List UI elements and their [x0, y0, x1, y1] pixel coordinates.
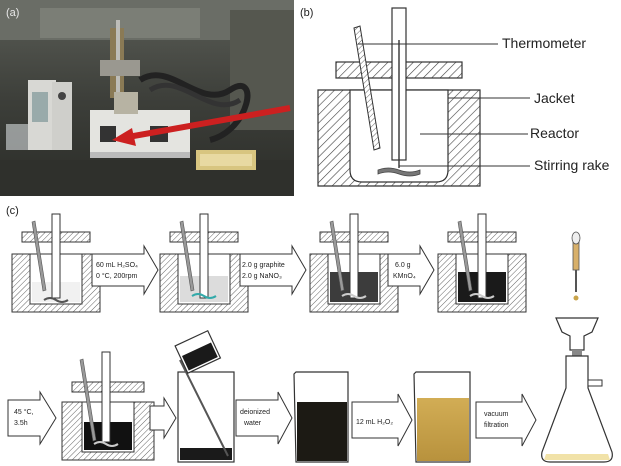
step-6-line-1: 12 mL H₂O₂ — [356, 419, 393, 426]
step-arrow-3: 6.0 g KMnO₄ — [387, 244, 435, 296]
step-2-line-1: 2.0 g graphite — [242, 262, 285, 269]
panel-label-b: (b) — [300, 7, 313, 19]
step-1-line-2: 0 °C, 200rpm — [96, 272, 137, 280]
step-arrow-6: 12 mL H₂O₂ — [351, 393, 413, 447]
yellow-beaker — [413, 371, 471, 463]
reactor-step-2 — [159, 213, 249, 313]
step-7-line-2: filtration — [484, 422, 509, 429]
reactor-step-3 — [309, 213, 399, 313]
step-4-line-1: 45 °C, — [14, 408, 34, 416]
panel-label-c: (c) — [6, 205, 19, 217]
step-arrow-4: 45 °C, 3.5h — [7, 390, 57, 446]
reactor-step-1 — [11, 213, 101, 313]
step-2-line-2: 2.0 g NaNO₃ — [242, 273, 282, 280]
step-5-line-2: water — [243, 420, 262, 427]
step-7-line-1: vacuum — [484, 411, 509, 418]
reactor-schematic: (b) Thermometer Jacket Reactor Stirring … — [300, 7, 610, 187]
step-arrow-7: vacuum filtration — [475, 393, 537, 447]
step-arrow-5: deionized water — [235, 391, 293, 445]
step-4-line-2: 3.5h — [14, 420, 28, 427]
label-reactor: Reactor — [530, 125, 579, 141]
pouring-beaker — [174, 329, 235, 463]
step-arrow-2: 2.0 g graphite 2.0 g NaNO₃ — [239, 244, 307, 296]
reactor-step-5 — [61, 351, 155, 461]
step-3-line-2: KMnO₄ — [393, 273, 416, 280]
step-5-line-1: deionized — [240, 409, 270, 416]
dark-beaker — [293, 371, 349, 463]
step-1-line-1: 60 mL H₂SO₄ — [96, 262, 138, 269]
reactor-step-4 — [437, 213, 527, 313]
red-arrow — [112, 105, 291, 146]
label-thermometer: Thermometer — [502, 35, 586, 51]
label-jacket: Jacket — [534, 90, 575, 106]
filtration-flask — [541, 231, 613, 463]
label-stirring-rake: Stirring rake — [534, 157, 610, 173]
step-3-line-1: 6.0 g — [395, 262, 411, 269]
panel-label-a: (a) — [6, 7, 19, 19]
step-arrow-1: 60 mL H₂SO₄ 0 °C, 200rpm — [91, 244, 159, 296]
photo-panel: (a) — [0, 0, 294, 196]
step-arrow-plain — [149, 396, 177, 440]
